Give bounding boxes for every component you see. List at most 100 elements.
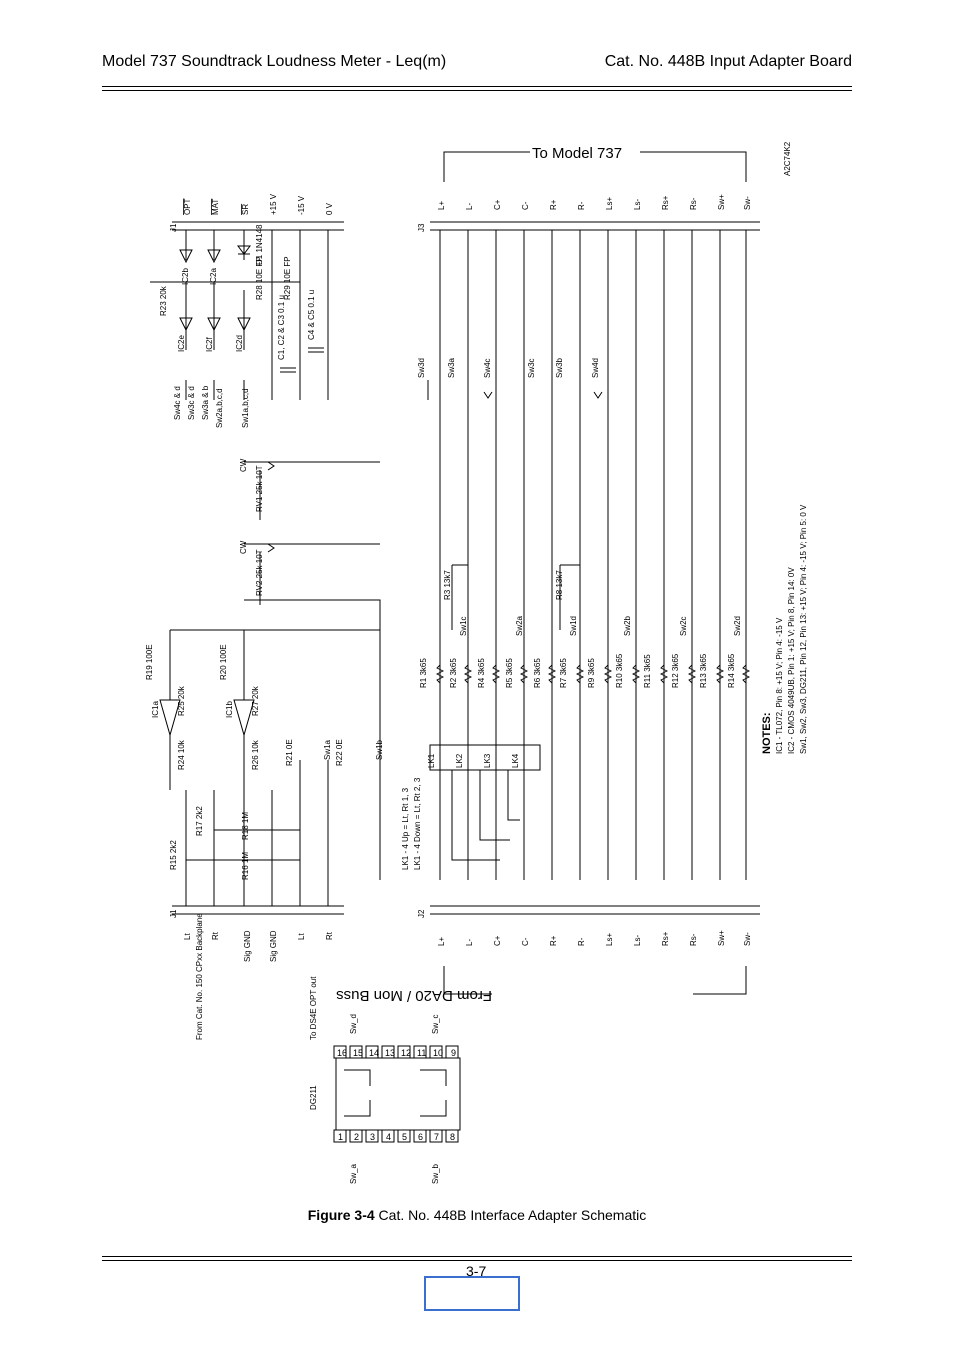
j1-pin: MAT: [211, 199, 220, 215]
page-number: 3-7: [466, 1263, 487, 1279]
switch-label: Sw4d: [591, 358, 600, 378]
logic-label: Sw4c & d: [173, 386, 182, 420]
part-label: Sw1a: [323, 739, 332, 760]
resistor-label: R6 3k65: [533, 658, 542, 688]
j2-signal: Sw+: [717, 930, 726, 946]
j2-signal: R+: [549, 935, 558, 946]
part-label: D1 1N4148: [255, 224, 264, 265]
dg211-sw-label: Sw_a: [349, 1163, 358, 1184]
switch-label: Sw3c: [527, 358, 536, 378]
dg211-sw-label: Sw_d: [349, 1014, 358, 1034]
dg211-pin: 14: [369, 1048, 379, 1058]
switch-label: Sw2b: [623, 615, 632, 636]
j3-signal: Ls+: [605, 197, 614, 210]
page-nav-box[interactable]: [424, 1276, 520, 1311]
part-label: R21 0E: [285, 739, 294, 766]
j3-signal: Rs-: [689, 197, 698, 210]
switch-label: Sw1d: [569, 616, 578, 636]
switch-label: Sw1c: [459, 616, 468, 636]
j3-signal: C+: [493, 199, 502, 210]
ic-label: IC2a: [209, 268, 218, 285]
part-label: RV1 25k 10T: [255, 465, 264, 512]
switch-label: Sw3d: [417, 358, 426, 378]
j1-bottom-pin: Sig GND: [269, 930, 278, 962]
part-label: R25 20k: [177, 685, 186, 716]
j1-pin: OPT: [183, 198, 192, 215]
dg211-sw-label: Sw_b: [431, 1163, 440, 1184]
part-label: R16 1M: [241, 852, 250, 880]
resistor-label: R7 3k65: [559, 658, 568, 688]
part-label: R24 10k: [177, 739, 186, 770]
j2-signal: L-: [465, 939, 474, 946]
header-catalog: Cat. No. 448B Input Adapter Board: [604, 53, 852, 70]
part-label: R26 10k: [251, 739, 260, 770]
switch-label: Sw2d: [733, 616, 742, 636]
part-label: R28 10E FP: [255, 256, 264, 300]
logic-label: Sw2a,b,c,d: [215, 388, 224, 428]
j2-signal: Rs+: [661, 931, 670, 946]
dg211-sw-label: Sw_c: [431, 1014, 440, 1034]
dg211-pin: 9: [451, 1048, 456, 1058]
figure-label: Figure 3-4: [307, 1207, 375, 1223]
figure-caption: Figure 3-4 Cat. No. 448B Interface Adapt…: [0, 1207, 954, 1223]
ic-label: IC2d: [235, 335, 244, 352]
dg211-pin: 10: [433, 1048, 443, 1058]
j3-signal: Rs+: [661, 195, 670, 210]
link-note: LK1 - 4 Down = Lt, Rt 2, 3: [413, 777, 422, 870]
link-label: LK4: [511, 753, 520, 768]
ic-label: IC1b: [225, 701, 234, 718]
ic-label: IC1a: [151, 701, 160, 718]
switch-label: Sw3b: [555, 357, 564, 378]
drawing-id: A2C74K2: [783, 141, 792, 176]
j3-signal: Sw-: [743, 196, 752, 210]
to-ds4e-label: To DS4E OPT out: [309, 976, 318, 1040]
logic-label: Sw1a,b,c,d: [241, 388, 250, 428]
part-label: R29 10E FP: [283, 256, 292, 300]
j2-signal: Ls+: [605, 933, 614, 946]
footer-rule: [102, 1256, 852, 1257]
part-label: R15 2k2: [169, 840, 178, 870]
to-model-737-label: To Model 737: [532, 145, 622, 162]
resistor-label: R4 3k65: [477, 658, 486, 688]
j3-signal: Sw+: [717, 194, 726, 210]
part-label: R8 13k7: [555, 570, 564, 600]
resistor-label: R1 3k65: [419, 658, 428, 688]
j2-label: J2: [417, 909, 426, 918]
j1-bottom-pin: Sig GND: [243, 930, 252, 962]
resistor-label: R11 3k65: [643, 654, 652, 688]
j3-signal: R-: [577, 201, 586, 210]
resistor-label: R9 3k65: [587, 658, 596, 688]
part-label: R3 13k7: [443, 570, 452, 600]
part-label: R19 100E: [145, 644, 154, 680]
j3-signal: C-: [521, 201, 530, 210]
link-label: LK3: [483, 753, 492, 768]
notes-line: Sw1, Sw2, Sw3, DG211, Pin 12, Pin 13: +1…: [799, 504, 808, 754]
ic-label: IC2b: [181, 268, 190, 285]
part-label: R17 2k2: [195, 806, 204, 836]
dg211-pin: 15: [353, 1048, 363, 1058]
j1-bottom-pin: Rt: [211, 931, 220, 940]
logic-label: Sw3c & d: [187, 386, 196, 420]
resistor-label: R10 3k65: [615, 653, 624, 688]
j3-signal: Ls-: [633, 199, 642, 210]
j1-bottom-pin: Lt: [297, 933, 306, 940]
j1-bottom-pin: Lt: [183, 933, 192, 940]
resistor-label: R13 3k65: [699, 653, 708, 688]
j1-pin: +15 V: [269, 193, 278, 215]
notes-line: IC2 - CMOS 4049UB, Pin 1: +15 V; Pin 8, …: [787, 567, 796, 754]
resistor-label: R2 3k65: [449, 658, 458, 688]
notes-heading: NOTES:: [761, 712, 773, 754]
header-rule: [102, 86, 852, 87]
footer-rule-2: [102, 1260, 852, 1261]
switch-label: Sw3a: [447, 357, 456, 378]
resistor-label: R12 3k65: [671, 653, 680, 688]
part-label: R27 20k: [251, 685, 260, 716]
j2-signal: R-: [577, 937, 586, 946]
logic-label: Sw3a & b: [201, 385, 210, 420]
j1-bottom-label: J1: [169, 909, 178, 918]
dg211-pin: 6: [418, 1132, 423, 1142]
switch-label: Sw4c: [483, 358, 492, 378]
dg211-pin: 16: [337, 1048, 347, 1058]
j1-pin: SR: [241, 204, 250, 215]
j3-label: J3: [417, 223, 426, 232]
